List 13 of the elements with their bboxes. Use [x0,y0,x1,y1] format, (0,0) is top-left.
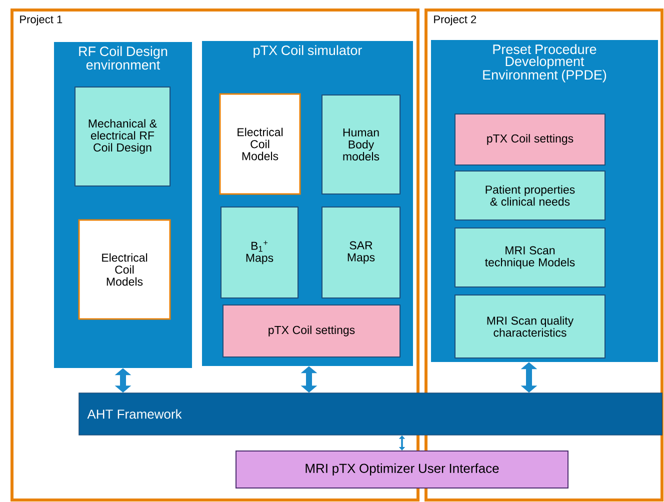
process-box: Electrical Coil Models [219,93,301,195]
interface-box: MRI pTX Optimizer User Interface [236,450,568,488]
process-box: Electrical Coil Models [78,219,171,320]
process-box: SAR Maps [322,206,400,298]
process-box: Mechanical & electrical RF Coil Design [74,86,170,186]
process-box: MRI Scan technique Models [454,227,606,288]
framework-bar: AHT Framework [78,392,662,436]
process-box: MRI Scan quality characteristics [454,294,606,358]
process-box: Human Body models [322,94,400,194]
settings-box: pTX Coil settings [222,304,400,358]
settings-box: pTX Coil settings [454,114,606,166]
process-box: Patient properties & clinical needs [454,170,606,220]
process-box: B$_{1}$+ Maps [220,206,298,298]
